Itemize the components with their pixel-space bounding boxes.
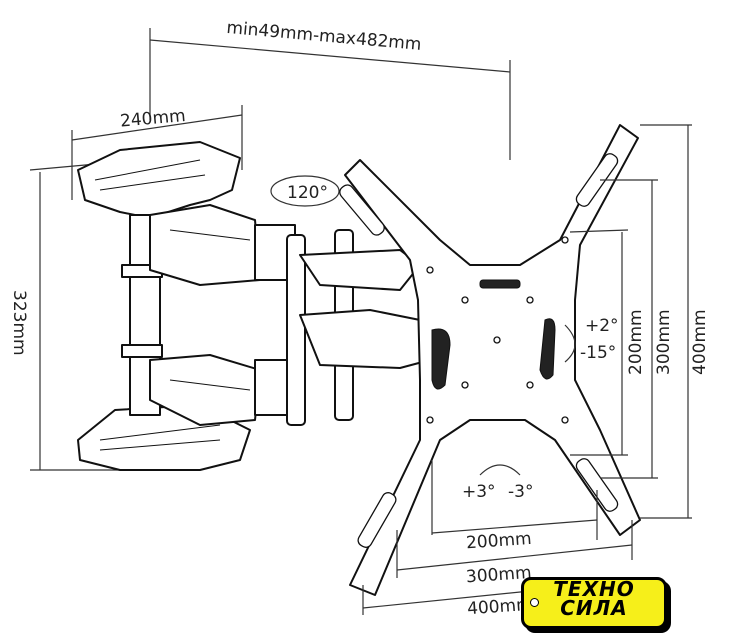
vesa-v-400-label: 400mm bbox=[690, 309, 710, 375]
swivel-indicator: 120° bbox=[270, 175, 340, 207]
extension-dimension: min49mm-max482mm bbox=[149, 18, 511, 160]
swivel-label: 120° bbox=[287, 183, 328, 203]
vesa-v-200-label: 200mm bbox=[626, 309, 646, 375]
arm-height-label: 323mm bbox=[9, 290, 29, 356]
vertical-vesa-dimensions: 200mm 300mm 400mm bbox=[569, 124, 710, 519]
mounting-holes bbox=[426, 236, 569, 424]
rotate-left-label: +3° bbox=[462, 482, 496, 502]
tilt-up-label: +2° bbox=[585, 316, 619, 336]
brand-logo: ТЕХНО СИЛА bbox=[521, 577, 667, 629]
vesa-plate bbox=[339, 124, 641, 596]
articulating-arm bbox=[77, 141, 431, 471]
tilt-down-label: -15° bbox=[580, 343, 616, 363]
arm-width-label: 240mm bbox=[119, 106, 186, 132]
vesa-h-200-label: 200mm bbox=[465, 529, 532, 554]
logo-line-2: СИЛА bbox=[560, 596, 628, 620]
logo-line-1: ТЕХНО bbox=[553, 577, 635, 601]
vesa-v-300-label: 300mm bbox=[654, 309, 674, 375]
rotate-right-label: -3° bbox=[508, 482, 533, 502]
